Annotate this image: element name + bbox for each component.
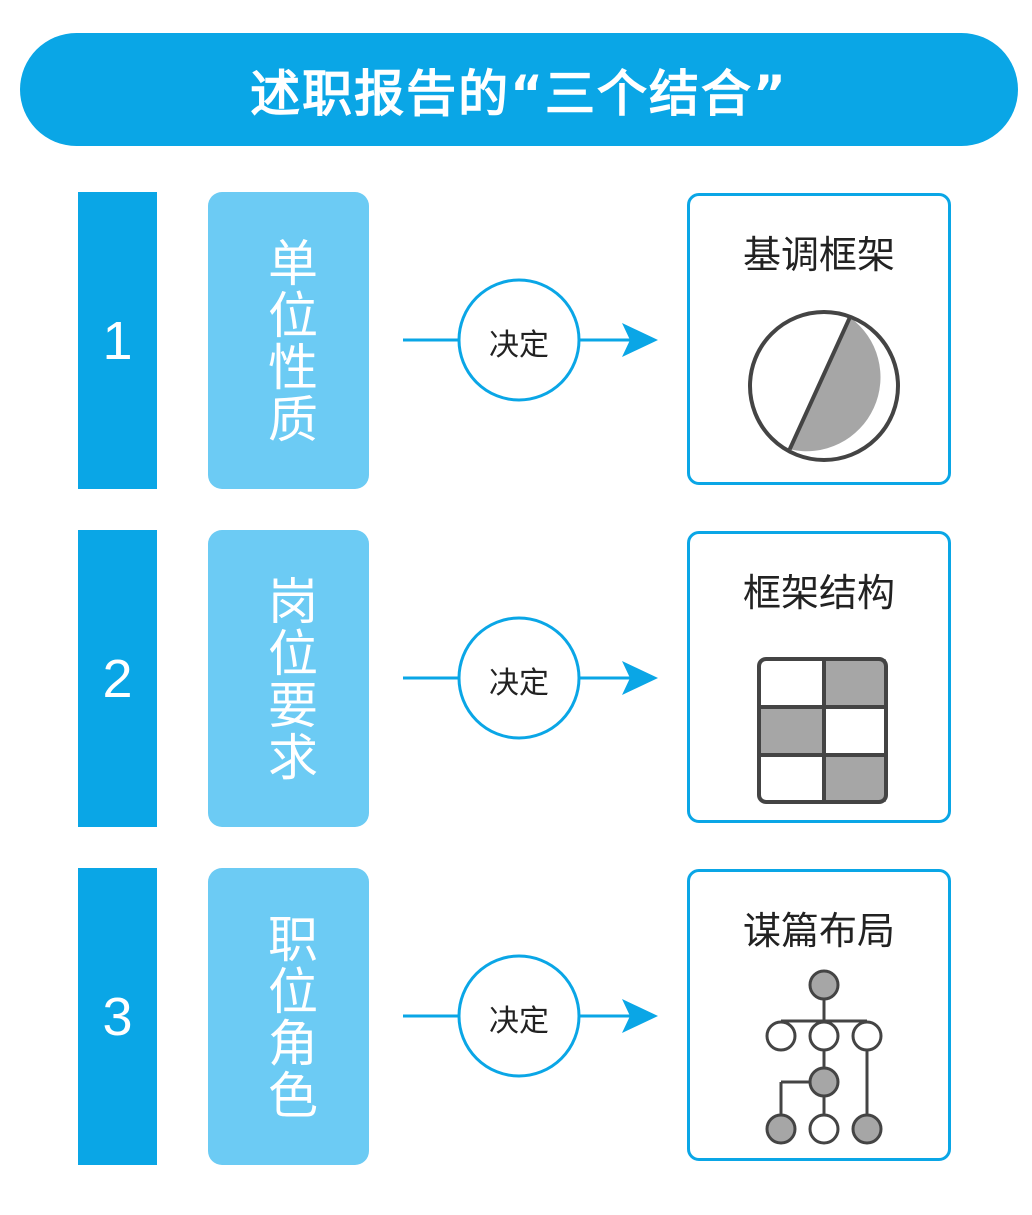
result-box-2: 框架结构: [687, 531, 951, 823]
row-label-box-2: 岗位要求: [208, 530, 369, 827]
half-circle-icon: [748, 310, 900, 462]
row-number-1: 1: [78, 192, 157, 489]
connector-label-1: 决定: [489, 328, 549, 363]
result-title-1: 基调框架: [742, 233, 895, 277]
arrow-head-icon: [622, 999, 658, 1033]
row-label-2: 岗位要求: [260, 574, 318, 783]
row-number-3: 3: [78, 868, 157, 1165]
page-title: 述职报告的“三个结合”: [250, 64, 788, 123]
result-box-1: 基调框架: [687, 193, 951, 485]
connector-arrow-3: [403, 954, 658, 1078]
result-box-3: 谋篇布局: [687, 869, 951, 1161]
row-label-1: 单位性质: [260, 236, 318, 445]
title-banner: 述职报告的“三个结合”: [20, 33, 1018, 146]
result-title-3: 谋篇布局: [742, 909, 895, 953]
row-number-2: 2: [78, 530, 157, 827]
arrow-head-icon: [622, 323, 658, 357]
row-label-box-1: 单位性质: [208, 192, 369, 489]
row-label-3: 职位角色: [260, 912, 318, 1121]
result-title-2: 框架结构: [742, 571, 895, 615]
grid-icon: [757, 657, 888, 804]
tree-structure-icon: [765, 969, 883, 1145]
connector-label-2: 决定: [489, 666, 549, 701]
connector-arrow-1: [403, 278, 658, 402]
row-label-box-3: 职位角色: [208, 868, 369, 1165]
arrow-head-icon: [622, 661, 658, 695]
connector-arrow-2: [403, 616, 658, 740]
connector-label-3: 决定: [489, 1004, 549, 1039]
